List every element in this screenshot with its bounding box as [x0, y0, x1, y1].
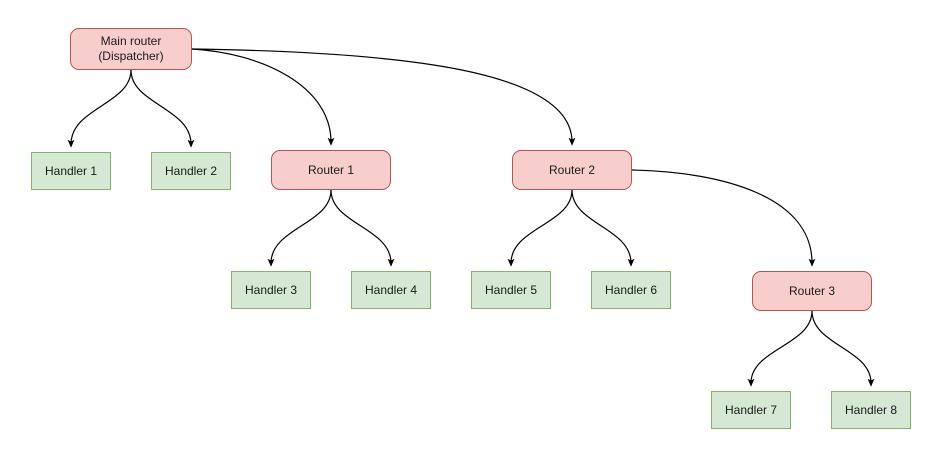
node-handler-3[interactable]: Handler 3: [231, 271, 311, 309]
node-handler-1[interactable]: Handler 1: [31, 152, 111, 190]
node-handler-8[interactable]: Handler 8: [831, 391, 911, 429]
node-handler-4[interactable]: Handler 4: [351, 271, 431, 309]
node-label-router-3: Router 3: [788, 283, 836, 298]
node-label-handler-8: Handler 8: [844, 402, 898, 417]
edges-group: [67, 48, 875, 387]
node-label-handler-5: Handler 5: [484, 282, 538, 297]
edge-router-1-to-handler-4: [330, 189, 395, 267]
node-label-handler-1: Handler 1: [44, 163, 98, 178]
node-main-router[interactable]: Main router (Dispatcher): [70, 28, 192, 70]
edge-main-router-to-handler-1: [67, 69, 132, 148]
edge-router-2-to-handler-6: [571, 189, 635, 267]
node-router-3[interactable]: Router 3: [752, 271, 872, 311]
node-router-1[interactable]: Router 1: [271, 150, 391, 190]
edge-main-router-to-handler-2: [130, 69, 195, 148]
edge-main-router-to-router-2: [191, 48, 576, 146]
node-label-handler-7: Handler 7: [724, 402, 778, 417]
node-handler-6[interactable]: Handler 6: [591, 271, 671, 309]
edge-router-1-to-handler-3: [267, 189, 332, 267]
node-label-handler-6: Handler 6: [604, 282, 658, 297]
edge-router-2-to-handler-5: [507, 189, 573, 267]
edge-router-3-to-handler-7: [747, 310, 813, 387]
node-label-handler-2: Handler 2: [164, 163, 218, 178]
node-label-main-router: Main router (Dispatcher): [98, 34, 164, 63]
node-label-router-1: Router 1: [307, 162, 355, 177]
node-label-handler-4: Handler 4: [364, 282, 418, 297]
node-handler-2[interactable]: Handler 2: [151, 152, 231, 190]
edge-router-2-to-router-3: [631, 169, 816, 267]
edge-router-3-to-handler-8: [811, 310, 875, 387]
node-handler-7[interactable]: Handler 7: [711, 391, 791, 429]
node-label-router-2: Router 2: [548, 162, 596, 177]
node-label-handler-3: Handler 3: [244, 282, 298, 297]
node-handler-5[interactable]: Handler 5: [471, 271, 551, 309]
node-router-2[interactable]: Router 2: [512, 150, 632, 190]
edge-main-router-to-router-1: [191, 48, 335, 146]
